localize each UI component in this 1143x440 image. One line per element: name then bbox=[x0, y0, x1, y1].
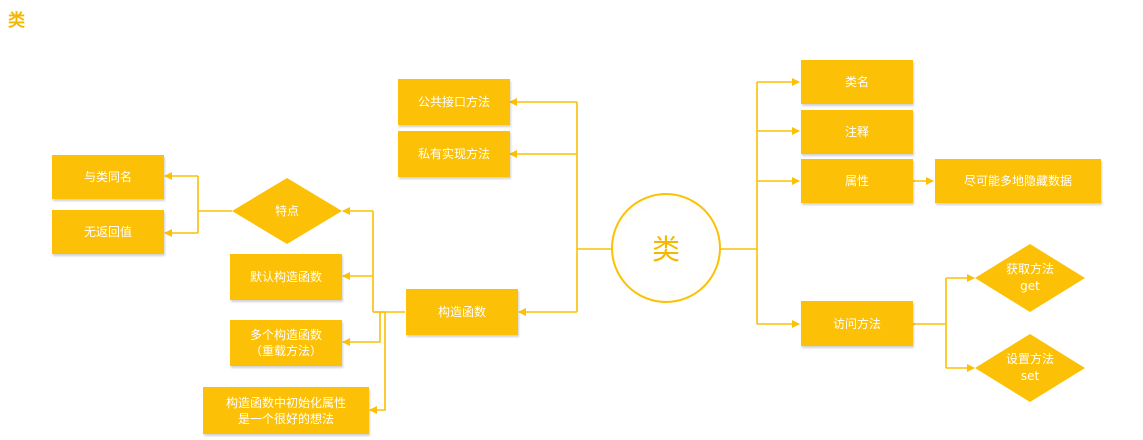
page-title: 类 bbox=[8, 11, 25, 31]
node-getter: 获取方法 get bbox=[975, 244, 1085, 312]
node-setter: 设置方法 set bbox=[975, 334, 1085, 402]
node-init-attr-line2: 是一个很好的想法 bbox=[237, 411, 334, 426]
node-init-attr-line1: 构造函数中初始化属性 bbox=[225, 395, 346, 410]
node-multi-ctor-line1: 多个构造函数 bbox=[249, 328, 322, 342]
node-default-ctor: 默认构造函数 bbox=[230, 254, 342, 300]
node-no-return: 无返回值 bbox=[52, 210, 164, 254]
node-init-attr: 构造函数中初始化属性 是一个很好的想法 bbox=[203, 387, 369, 434]
node-constructor: 构造函数 bbox=[406, 289, 518, 335]
node-multi-ctor-line2: （重载方法） bbox=[249, 344, 322, 358]
node-features: 特点 bbox=[232, 178, 342, 244]
node-public-methods: 公共接口方法 bbox=[398, 79, 510, 125]
node-features-label: 特点 bbox=[274, 203, 299, 218]
node-class-name: 类名 bbox=[801, 60, 913, 104]
node-setter-line2: set bbox=[1020, 369, 1040, 383]
node-multi-ctor: 多个构造函数 （重载方法） bbox=[230, 320, 342, 366]
node-setter-line1: 设置方法 bbox=[1005, 352, 1054, 366]
node-accessor: 访问方法 bbox=[801, 301, 913, 346]
node-attribute: 属性 bbox=[801, 159, 913, 203]
node-same-name: 与类同名 bbox=[52, 155, 164, 199]
node-private-methods: 私有实现方法 bbox=[398, 131, 510, 177]
center-node: 类 bbox=[611, 193, 721, 303]
node-comment: 注释 bbox=[801, 110, 913, 154]
node-getter-line2: get bbox=[1020, 279, 1040, 293]
node-getter-line1: 获取方法 bbox=[1005, 262, 1054, 276]
node-hide-data: 尽可能多地隐藏数据 bbox=[935, 159, 1101, 203]
